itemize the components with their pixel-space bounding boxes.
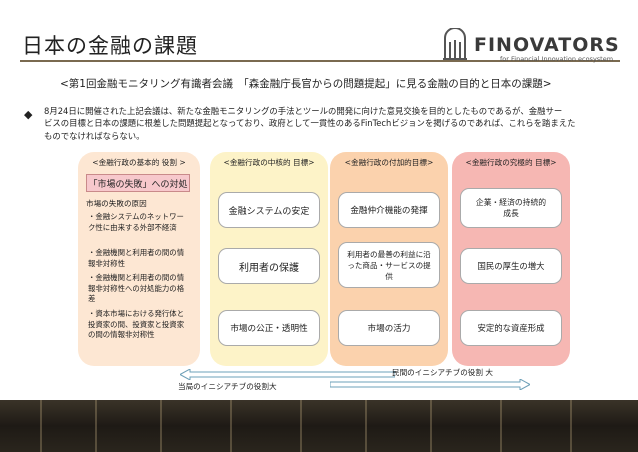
logo-wordmark: FINOVATORS xyxy=(474,34,620,56)
footer-stripe xyxy=(365,400,367,452)
private-arrow xyxy=(330,379,530,390)
authority-arrow-label: 当局のイニシアチブの役割大 xyxy=(178,382,277,391)
footer-stripe xyxy=(40,400,42,452)
goal-label: 金融仲介機能の発揮 xyxy=(350,206,428,216)
cause-item: ・金融機関と利用者の間の情報非対称性への対処能力の格差 xyxy=(88,273,185,303)
goal-box: 利用者の保護 xyxy=(218,248,320,284)
goal-label: 企業・経済の持続的成長 xyxy=(475,198,547,218)
goal-label: 安定的な資産形成 xyxy=(477,323,545,333)
cause-item: ・資本市場における発行体と投資家の間、投資家と投資家の間の情報非対称性 xyxy=(88,309,185,339)
goal-label: 利用者の最善の利益に沿った商品・サービスの提供 xyxy=(347,249,431,281)
goal-box: 安定的な資産形成 xyxy=(460,310,562,346)
goal-box: 金融システムの安定 xyxy=(218,192,320,228)
column-header-ultimate: <金融行政の究極的 目標> xyxy=(465,158,557,167)
goal-box: 利用者の最善の利益に沿った商品・サービスの提供 xyxy=(338,242,440,288)
column-header-additional: <金融行政の付加的目標> xyxy=(344,158,434,167)
goal-box: 市場の公正・透明性 xyxy=(218,310,320,346)
logo: FINOVATORS for Financial Innovation ecos… xyxy=(440,26,619,66)
footer-band xyxy=(0,400,638,452)
footer-stripe xyxy=(160,400,162,452)
paragraph-line: ものでなければならない。 xyxy=(44,130,145,141)
footer-stripe xyxy=(95,400,97,452)
footer-stripe xyxy=(300,400,302,452)
goal-label: 金融システムの安定 xyxy=(228,206,310,217)
paragraph-line: ビスの目標と日本の課題に根差した問題提起となっており、政府として一貫性のあるFi… xyxy=(44,118,576,129)
goal-label: 市場の活力 xyxy=(367,324,411,334)
page-title: 日本の金融の課題 xyxy=(22,34,198,58)
goal-label: 市場の公正・透明性 xyxy=(230,324,308,334)
goal-box: 金融仲介機能の発揮 xyxy=(338,192,440,228)
goal-box: 国民の厚生の増大 xyxy=(460,248,562,284)
intro-paragraph: 8月24日に開催された上記会議は、新たな金融モニタリングの手法とツールの開発に向… xyxy=(44,105,589,142)
private-arrow-label: 民間のイニシアチブの役割 大 xyxy=(392,368,493,377)
goal-box: 市場の活力 xyxy=(338,310,440,346)
logo-tagline: for Financial Innovation ecosystem xyxy=(500,55,614,63)
title-underline xyxy=(20,60,620,62)
cause-item: ・金融システムのネットワーク性に由来する外部不経済 xyxy=(88,212,184,232)
footer-stripe xyxy=(230,400,232,452)
footer-stripe xyxy=(430,400,432,452)
finovators-logo-icon xyxy=(443,28,467,60)
paragraph-line: 8月24日に開催された上記会議は、新たな金融モニタリングの手法とツールの開発に向… xyxy=(44,106,563,116)
column-header-basic: <金融行政の基本的 役割 > xyxy=(92,158,186,167)
bullet-diamond-icon: ◆ xyxy=(24,108,33,121)
authority-arrow xyxy=(180,369,395,380)
cause-item: ・金融機関と利用者の間の情報非対称性 xyxy=(88,248,185,268)
footer-stripe xyxy=(570,400,572,452)
goal-box: 企業・経済の持続的成長 xyxy=(460,188,562,228)
subtitle: <第1回金融モニタリング有識者会議 「森金融庁長官からの問題提起」に見る金融の目… xyxy=(60,78,552,90)
goal-label: 利用者の保護 xyxy=(239,262,299,274)
goal-label: 国民の厚生の増大 xyxy=(477,261,545,271)
market-failure-box: 「市場の失敗」への対処 xyxy=(86,174,190,192)
column-header-core: <金融行政の中核的 目標> xyxy=(223,158,315,167)
causes-title: 市場の失敗の原因 xyxy=(86,199,147,208)
footer-stripe xyxy=(500,400,502,452)
